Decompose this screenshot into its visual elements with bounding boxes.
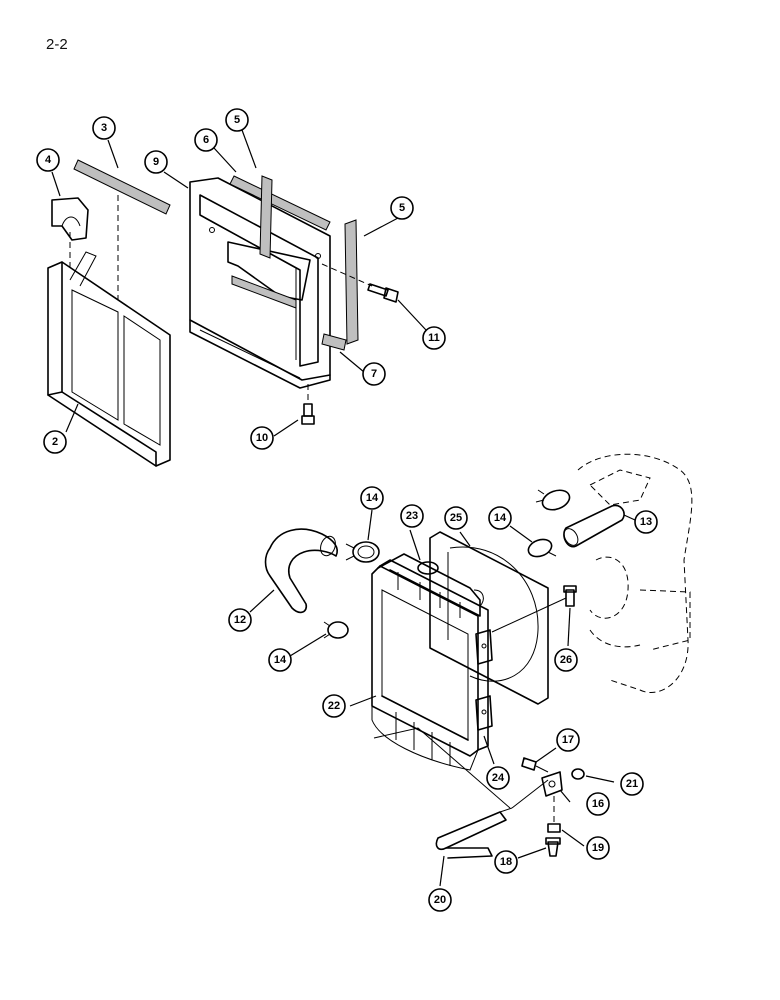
callout-20: 20 — [428, 888, 452, 912]
bolt-part-10 — [301, 403, 315, 425]
callout-14-top-right-label: 14 — [494, 512, 507, 524]
callout-17-label: 17 — [562, 734, 574, 746]
callout-14-top-left: 14 — [360, 486, 384, 510]
callout-5-upper-label: 5 — [234, 114, 240, 126]
callout-14-left: 14 — [268, 648, 292, 672]
callout-10-label: 10 — [256, 432, 268, 444]
seal-strip-part-5 — [259, 175, 273, 259]
callout-11: 11 — [422, 326, 446, 350]
plug-part-21 — [571, 768, 585, 780]
radiator-part-22 — [371, 559, 489, 771]
callout-25: 25 — [444, 506, 468, 530]
callout-14-top-right: 14 — [488, 506, 512, 530]
callout-9: 9 — [144, 150, 168, 174]
side-bracket-part-24 — [475, 629, 493, 731]
callout-7-label: 7 — [371, 368, 377, 380]
alignment-line — [511, 779, 549, 809]
callout-13-label: 13 — [640, 516, 652, 528]
callout-14-left-label: 14 — [274, 654, 287, 666]
bolt-part-17 — [521, 757, 549, 773]
callout-24: 24 — [486, 766, 510, 790]
callout-12: 12 — [228, 608, 252, 632]
callout-5-upper: 5 — [225, 108, 249, 132]
screen-frame-part-2 — [47, 251, 171, 467]
upper-hose-part-13 — [563, 504, 625, 548]
callout-20-label: 20 — [434, 894, 446, 906]
alignment-line — [373, 727, 511, 809]
callout-6: 6 — [194, 128, 218, 152]
callout-25-label: 25 — [450, 512, 462, 524]
valve-part-18 — [545, 837, 561, 857]
callout-24-label: 24 — [492, 772, 505, 784]
callout-21: 21 — [620, 772, 644, 796]
hose-clamp-part-14-left-upper — [345, 541, 380, 563]
callout-10: 10 — [250, 426, 274, 450]
callout-21-label: 21 — [626, 778, 638, 790]
engine-outline — [577, 453, 693, 693]
callout-5-right-label: 5 — [399, 202, 405, 214]
callout-6-label: 6 — [203, 134, 209, 146]
callout-7: 7 — [362, 362, 386, 386]
callout-3-label: 3 — [101, 122, 107, 134]
seal-strip-part-7 — [321, 333, 347, 351]
page-number: 2-2 — [46, 36, 68, 53]
seal-strip-part-5-right — [344, 219, 359, 345]
alignment-line — [491, 597, 567, 633]
callout-18-label: 18 — [500, 856, 512, 868]
seal-strip-part-3 — [73, 159, 171, 215]
lower-hose-part-12 — [264, 528, 338, 614]
callout-19-label: 19 — [592, 842, 604, 854]
callout-3: 3 — [92, 116, 116, 140]
callout-9-label: 9 — [153, 156, 159, 168]
callout-26: 26 — [554, 648, 578, 672]
callout-13: 13 — [634, 510, 658, 534]
leader-lines — [51, 129, 636, 887]
hose-clamp-part-14-upper — [535, 489, 571, 511]
callout-16-label: 16 — [592, 798, 604, 810]
callout-26-label: 26 — [560, 654, 572, 666]
bolt-part-11 — [367, 283, 399, 303]
callout-2: 2 — [43, 430, 67, 454]
drain-pipe-part-20 — [435, 807, 513, 859]
seal-strip-part-6 — [229, 175, 331, 231]
hose-clamp-part-14-left-lower — [323, 621, 349, 639]
callout-18: 18 — [494, 850, 518, 874]
callout-4-label: 4 — [45, 154, 52, 166]
nut-part-19 — [547, 823, 561, 833]
callout-23-label: 23 — [406, 510, 418, 522]
callout-2-label: 2 — [52, 436, 58, 448]
bolt-part-26 — [563, 585, 577, 607]
callout-11-label: 11 — [428, 332, 440, 344]
alignment-line — [321, 263, 373, 287]
callout-5-right: 5 — [390, 196, 414, 220]
callout-17: 17 — [556, 728, 580, 752]
callout-22: 22 — [322, 694, 346, 718]
callout-4: 4 — [36, 148, 60, 172]
shroud-frame-part-9 — [189, 177, 331, 389]
callout-19: 19 — [586, 836, 610, 860]
fan-shroud-part-25 — [429, 531, 549, 705]
hose-clamp-part-14-middle — [527, 538, 557, 558]
bracket-part-4 — [51, 197, 89, 241]
callout-22-label: 22 — [328, 700, 340, 712]
callout-16: 16 — [586, 792, 610, 816]
radiator-top-tank-part-23 — [377, 553, 484, 618]
callout-14-top-left-label: 14 — [366, 492, 379, 504]
callout-23: 23 — [400, 504, 424, 528]
callout-12-label: 12 — [234, 614, 246, 626]
drain-cock-part-16 — [541, 771, 563, 797]
